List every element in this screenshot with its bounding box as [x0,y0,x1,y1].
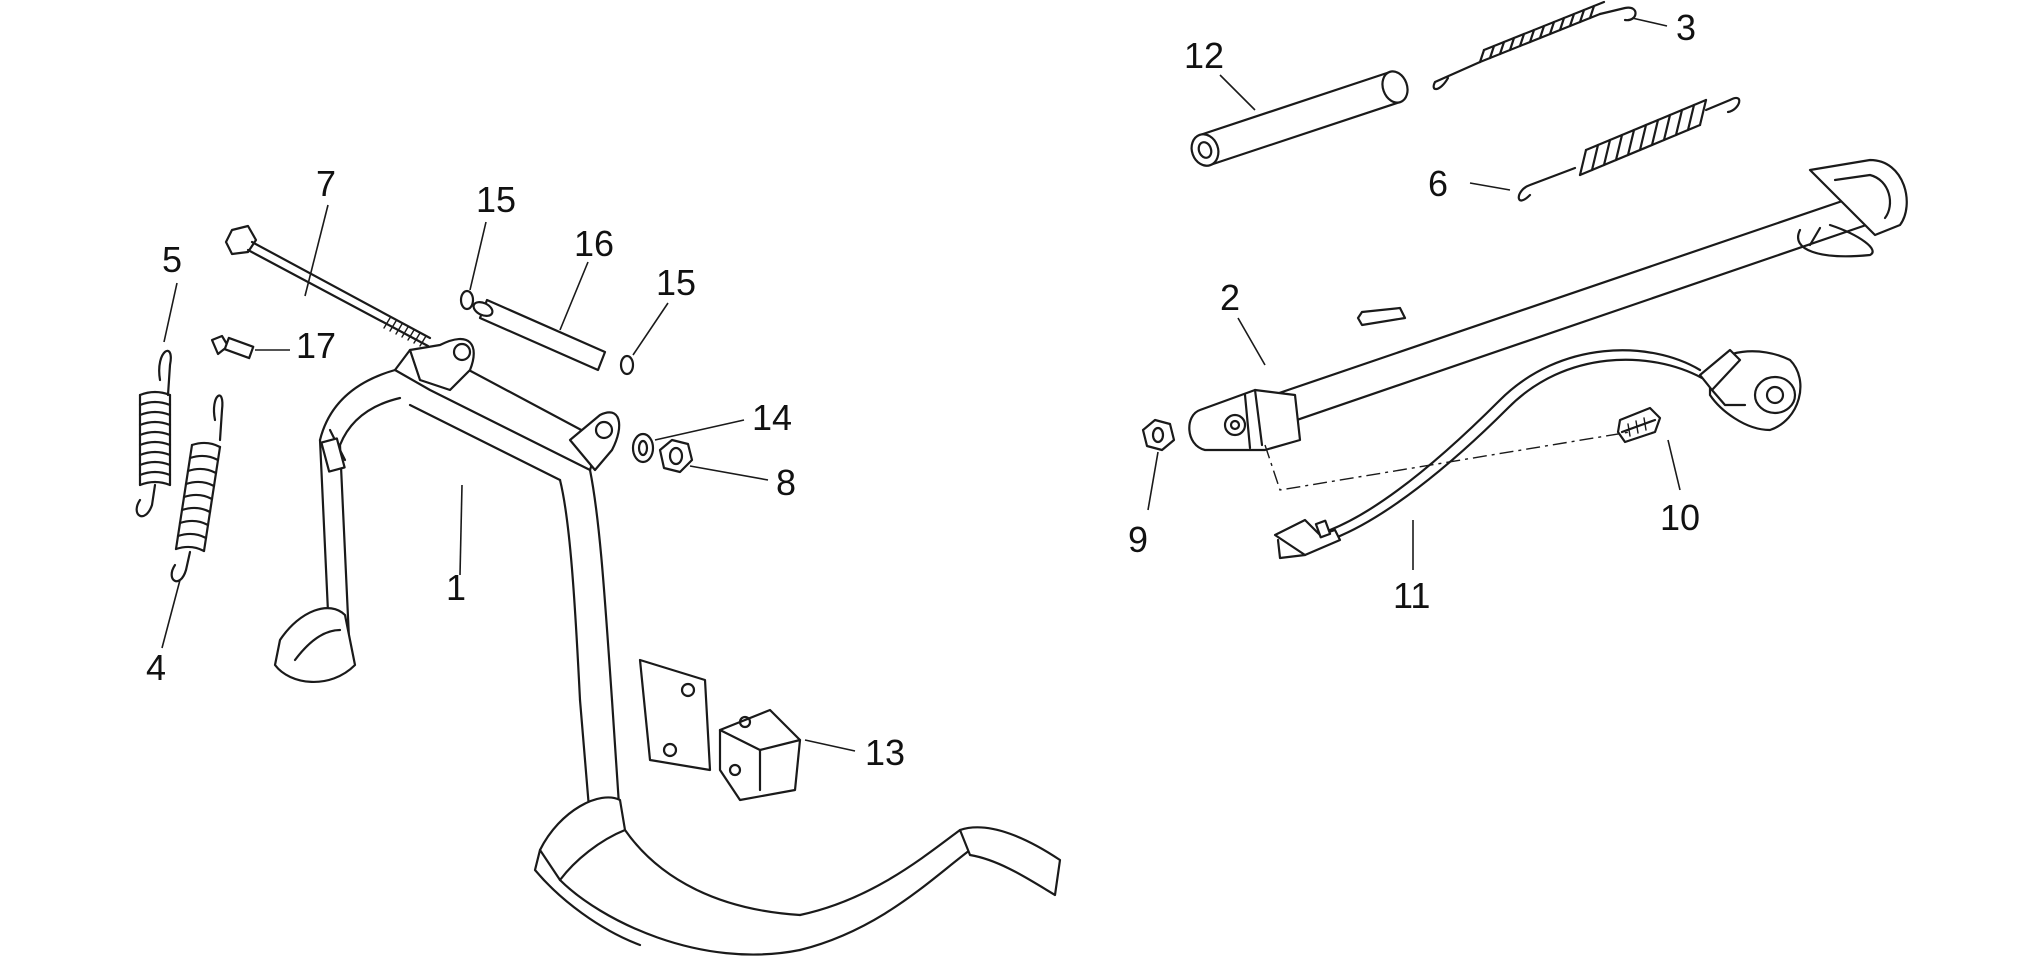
callout-7: 7 [316,163,336,204]
callout-12: 12 [1184,35,1224,76]
pivot-bolt [224,224,432,348]
assembly-line [1264,431,1631,491]
callout-6: 6 [1428,163,1448,204]
callout-2: 2 [1220,277,1240,318]
callout-14: 14 [752,397,792,438]
spring-3 [1432,0,1637,91]
spring-6 [1517,97,1741,202]
kill-switch-wire [1273,348,1802,560]
callout-13: 13 [865,732,905,773]
o-ring-left [459,289,475,311]
callout-15b: 15 [656,262,696,303]
spring-5 [135,349,172,518]
callout-15a: 15 [476,179,516,220]
center-stand-frame [273,338,1062,956]
side-stand-nut [1141,418,1176,452]
callout-16: 16 [574,223,614,264]
nut [658,438,694,474]
callout-10: 10 [1660,497,1700,538]
rubber-pad [718,708,802,802]
side-stand-bolt [1616,406,1662,444]
callout-11: 11 [1393,575,1430,616]
side-stand-leg [1188,158,1908,452]
callout-1: 1 [446,567,466,608]
spring-4 [170,394,224,583]
bushing-tube [472,298,607,372]
callout-4: 4 [146,647,166,688]
sleeve-tube [1190,70,1409,167]
callout-8: 8 [776,462,796,503]
callout-5: 5 [162,239,182,280]
callout-3: 3 [1676,7,1696,48]
small-bolt [210,334,255,360]
washer [631,432,655,464]
callout-9: 9 [1128,519,1148,560]
leader-lines [161,17,1681,752]
callout-17: 17 [296,325,336,366]
o-ring-right [619,354,635,376]
